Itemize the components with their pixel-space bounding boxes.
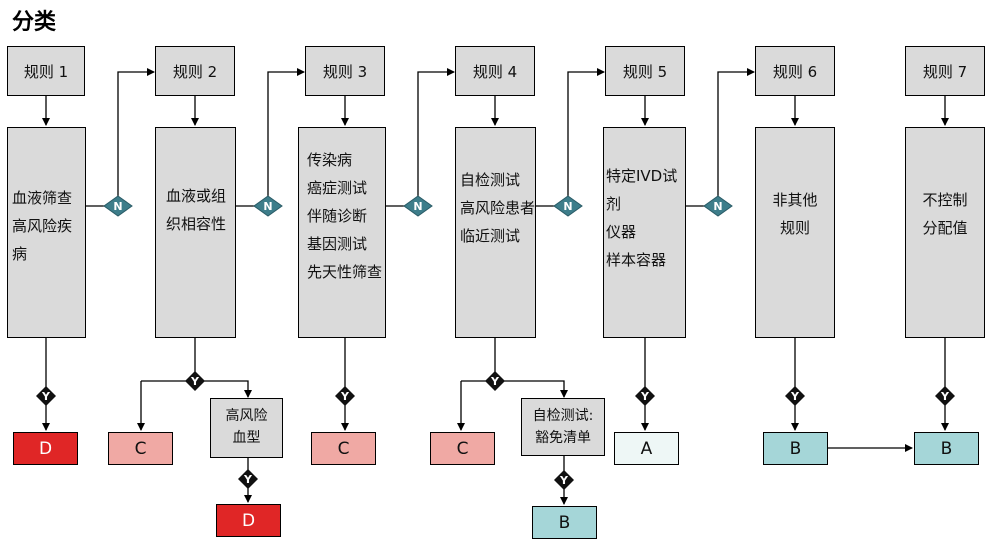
result-rule-5: A: [614, 432, 679, 465]
rule-4-box: 规则 4: [455, 46, 535, 96]
criteria-line: 伴随诊断: [307, 207, 368, 225]
class-label: B: [558, 512, 571, 533]
criteria-line: 癌症测试: [307, 179, 368, 197]
criteria-line: 仪器: [606, 223, 637, 241]
criteria-line: 先天性筛查: [307, 263, 383, 281]
svg-text:Y: Y: [243, 473, 253, 486]
criteria-line: 自检测试: [460, 171, 521, 189]
result-rule-1: D: [13, 432, 78, 465]
criteria-line: 特定IVD试剂: [606, 167, 678, 213]
rule-label: 规则 1: [23, 62, 69, 81]
class-label: C: [337, 438, 350, 459]
rule-6-box: 规则 6: [755, 46, 835, 96]
rule-4-criteria: 自检测试 高风险患者 临近测试: [455, 127, 536, 338]
svg-text:Y: Y: [190, 375, 200, 388]
rule-7-box: 规则 7: [905, 46, 985, 96]
criteria-line: 非其他: [772, 191, 818, 209]
criteria-line: 血液或组: [166, 187, 227, 205]
class-label: A: [640, 438, 653, 459]
svg-text:Y: Y: [559, 474, 569, 487]
criteria-line: 传染病: [307, 151, 353, 169]
criteria-line: 临近测试: [460, 227, 521, 245]
class-label: C: [456, 438, 469, 459]
criteria-line: 不控制: [922, 191, 968, 209]
no-decision-diamonds: N N N N N: [103, 195, 733, 217]
sub-line: 豁免清单: [535, 430, 591, 446]
criteria-line: 规则: [779, 219, 810, 237]
class-label: D: [241, 510, 256, 531]
criteria-line: 高风险患者: [460, 199, 536, 217]
svg-text:N: N: [713, 200, 722, 213]
svg-text:N: N: [263, 200, 272, 213]
result-rule-3: C: [311, 432, 376, 465]
rule-1-box: 规则 1: [7, 46, 85, 96]
rule-label: 规则 5: [622, 62, 668, 81]
rule-6-criteria: 非其他 规则: [755, 127, 835, 338]
class-label: C: [134, 438, 147, 459]
rule-3-box: 规则 3: [305, 46, 385, 96]
rule-label: 规则 2: [172, 62, 218, 81]
result-rule-4: C: [430, 432, 495, 465]
rule-label: 规则 6: [772, 62, 818, 81]
rule-label: 规则 7: [922, 62, 968, 81]
sub-line: 自检测试:: [532, 408, 594, 424]
result-high-risk-blood: D: [216, 504, 281, 537]
svg-text:Y: Y: [940, 390, 950, 403]
svg-text:Y: Y: [640, 390, 650, 403]
svg-text:N: N: [563, 200, 572, 213]
criteria-line: 高风险疾病: [12, 217, 73, 263]
result-rule-6: B: [763, 432, 828, 465]
rule-2-criteria: 血液或组 织相容性: [155, 127, 236, 338]
criteria-line: 样本容器: [606, 251, 667, 269]
result-rule-2: C: [108, 432, 173, 465]
sub-line: 血型: [232, 430, 261, 446]
svg-text:Y: Y: [490, 375, 500, 388]
high-risk-blood-box: 高风险 血型: [210, 398, 283, 458]
rule-3-criteria: 传染病 癌症测试 伴随诊断 基因测试 先天性筛查: [298, 127, 386, 338]
svg-text:N: N: [113, 200, 122, 213]
rule-2-box: 规则 2: [155, 46, 235, 96]
criteria-line: 织相容性: [166, 215, 227, 233]
result-self-test-exempt: B: [532, 506, 597, 539]
criteria-line: 基因测试: [307, 235, 368, 253]
rule-5-criteria: 特定IVD试剂 仪器 样本容器: [603, 127, 686, 338]
class-label: B: [940, 438, 953, 459]
criteria-line: 血液筛查: [12, 189, 73, 207]
rule-1-criteria: 血液筛查 高风险疾病: [7, 127, 86, 338]
svg-text:Y: Y: [41, 390, 51, 403]
class-label: D: [38, 438, 53, 459]
self-test-exempt-box: 自检测试: 豁免清单: [521, 398, 605, 456]
sub-line: 高风险: [225, 408, 268, 424]
svg-text:Y: Y: [340, 390, 350, 403]
rule-label: 规则 4: [472, 62, 518, 81]
result-rule-7: B: [914, 432, 979, 465]
svg-text:N: N: [413, 200, 422, 213]
yes-decision-diamonds: Y Y Y Y Y Y Y Y Y: [36, 371, 955, 490]
class-label: B: [789, 438, 802, 459]
svg-text:Y: Y: [790, 390, 800, 403]
rule-7-criteria: 不控制 分配值: [905, 127, 985, 338]
criteria-line: 分配值: [922, 219, 968, 237]
rule-label: 规则 3: [322, 62, 368, 81]
rule-5-box: 规则 5: [605, 46, 685, 96]
page-title: 分类: [12, 10, 57, 35]
